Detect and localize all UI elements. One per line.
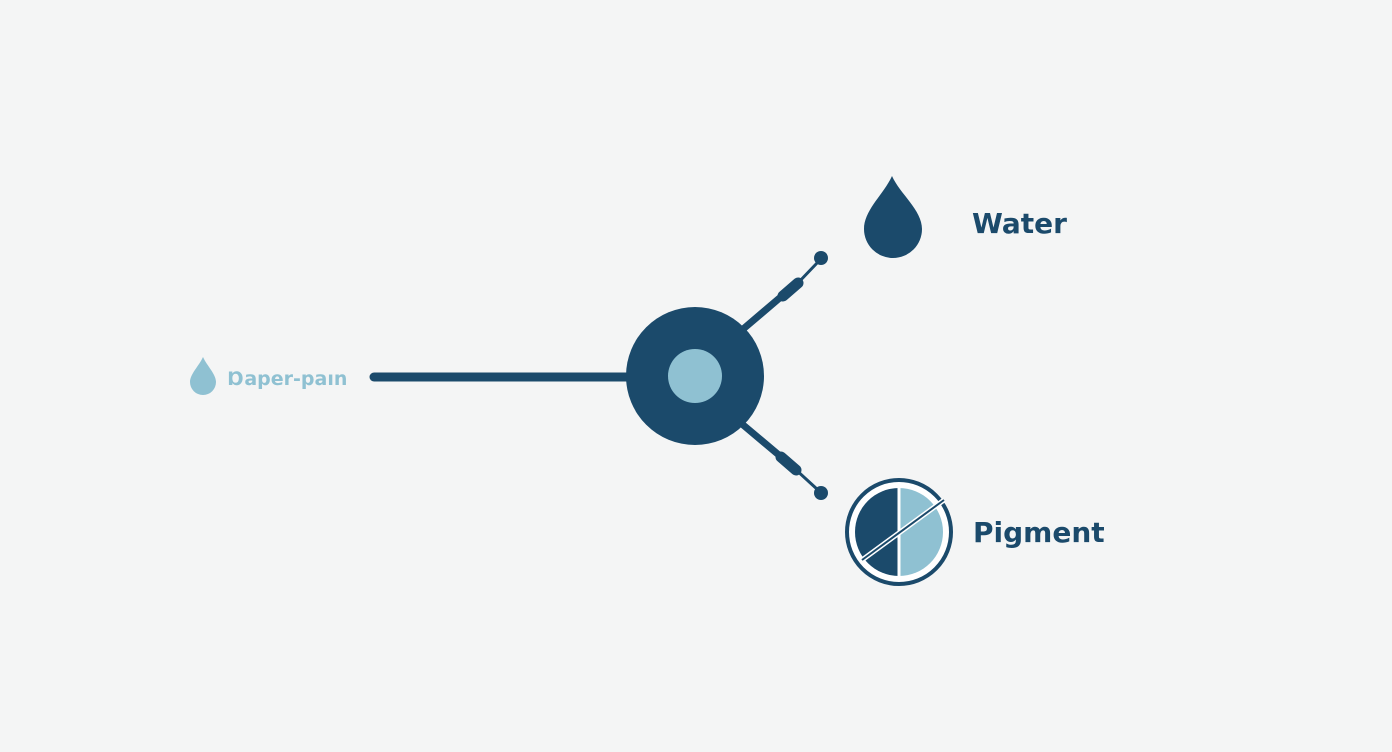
source-node: Ɒaper-paın [190, 357, 347, 395]
source-label: Ɒaper-paın [228, 368, 347, 390]
pigment-node: Pigment [845, 478, 1105, 586]
hub-node-icon [626, 307, 764, 445]
pigment-connector-endpoint [814, 486, 828, 500]
water-drop-icon [864, 176, 922, 258]
water-node: Water [864, 176, 1067, 258]
water-label: Water [972, 207, 1067, 240]
small-drop-icon [190, 357, 216, 395]
water-connector-endpoint [814, 251, 828, 265]
pigment-label: Pigment [973, 516, 1105, 549]
water-connector [738, 251, 828, 334]
pigment-disc-icon [845, 478, 953, 586]
pigment-connector [738, 420, 828, 500]
